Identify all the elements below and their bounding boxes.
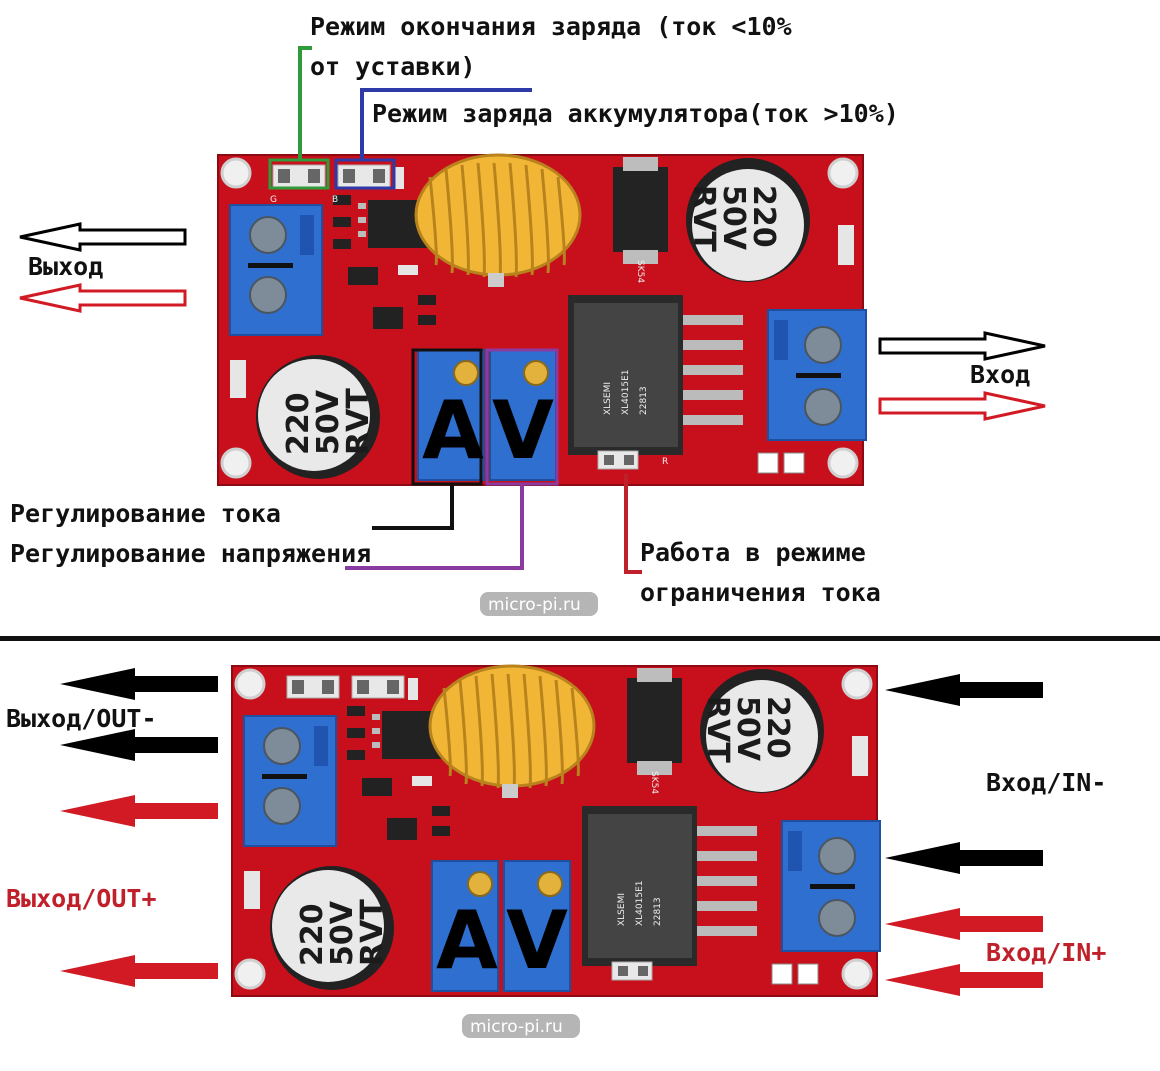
top-label-charge-end-line1: Режим окончания заряда (ток <10% bbox=[310, 12, 792, 41]
top-label-output: Выход bbox=[28, 252, 103, 281]
top-label-current-adj: Регулирование тока bbox=[10, 499, 281, 528]
bottom-label-out-minus: Выход/OUT- bbox=[6, 704, 157, 733]
section-divider bbox=[0, 636, 1160, 641]
svg-text:RVT: RVT bbox=[341, 388, 376, 455]
bottom-pot-a-letter: A bbox=[436, 894, 498, 987]
bottom-out-minus-arrow-2 bbox=[60, 729, 218, 761]
top-out-plus-arrow bbox=[20, 285, 185, 311]
top-label-cc-mode-line2: ограничения тока bbox=[640, 578, 881, 607]
bottom-in-minus-arrow-2 bbox=[885, 842, 1043, 874]
svg-text:RVT: RVT bbox=[686, 185, 721, 252]
top-label-voltage-adj: Регулирование напряжения bbox=[10, 539, 371, 568]
top-pot-v-letter: V bbox=[492, 384, 554, 477]
bottom-out-minus-arrow-1 bbox=[60, 668, 218, 700]
bottom-label-in-minus: Вход/IN- bbox=[986, 768, 1106, 797]
bottom-pot-v-letter: V bbox=[506, 894, 568, 987]
bottom-in-minus-arrow-1 bbox=[885, 674, 1043, 706]
bottom-cap-left-label: 220 50V RVT bbox=[295, 899, 390, 966]
top-label-input: Вход bbox=[970, 360, 1030, 389]
bottom-label-out-plus: Выход/OUT+ bbox=[6, 884, 157, 913]
top-in-minus-arrow bbox=[880, 333, 1045, 359]
bottom-in-plus-arrow-1 bbox=[885, 908, 1043, 940]
top-cap-right-label: 220 50V RVT bbox=[686, 185, 781, 252]
top-watermark-text: micro-pi.ru bbox=[488, 595, 581, 615]
bottom-watermark-text: micro-pi.ru bbox=[470, 1017, 563, 1037]
top-label-charging: Режим заряда аккумулятора(ток >10%) bbox=[372, 99, 899, 128]
svg-text:RVT: RVT bbox=[355, 899, 390, 966]
bottom-in-plus-arrow-2 bbox=[885, 964, 1043, 996]
top-led-g-label: G bbox=[270, 195, 277, 205]
top-out-minus-arrow bbox=[20, 224, 185, 250]
top-pot-a-letter: A bbox=[422, 384, 484, 477]
top-current-leader bbox=[372, 484, 452, 528]
svg-text:XLSEMI: XLSEMI bbox=[617, 893, 627, 926]
svg-text:22813: 22813 bbox=[653, 897, 663, 926]
top-cap-left-label: 220 50V RVT bbox=[281, 388, 376, 455]
top-diode-label: SK54 bbox=[635, 260, 645, 283]
svg-text:XLSEMI: XLSEMI bbox=[603, 382, 613, 415]
svg-text:22813: 22813 bbox=[639, 386, 649, 415]
top-label-cc-mode-line1: Работа в режиме bbox=[640, 538, 866, 567]
top-label-charge-end-line2: от уставки) bbox=[310, 52, 476, 81]
top-board: 220 50V RVT 220 50V RVT XLSEMI XL4015E1 … bbox=[10, 12, 1045, 616]
top-led-b-label: B bbox=[332, 195, 338, 205]
svg-text:RVT: RVT bbox=[700, 696, 735, 763]
bottom-board: 220 50V RVT 220 50V RVT XLSEMI XL4015E1 … bbox=[6, 666, 1106, 1038]
svg-text:XL4015E1: XL4015E1 bbox=[621, 370, 631, 416]
bottom-out-plus-arrow-2 bbox=[60, 955, 218, 987]
bottom-diode-label: SK54 bbox=[649, 771, 659, 794]
top-in-plus-arrow bbox=[880, 393, 1045, 419]
top-led-r-label: R bbox=[662, 457, 668, 467]
bottom-label-in-plus: Вход/IN+ bbox=[986, 938, 1106, 967]
bottom-out-plus-arrow-1 bbox=[60, 795, 218, 827]
svg-text:XL4015E1: XL4015E1 bbox=[635, 881, 645, 927]
bottom-cap-right-label: 220 50V RVT bbox=[700, 696, 795, 763]
